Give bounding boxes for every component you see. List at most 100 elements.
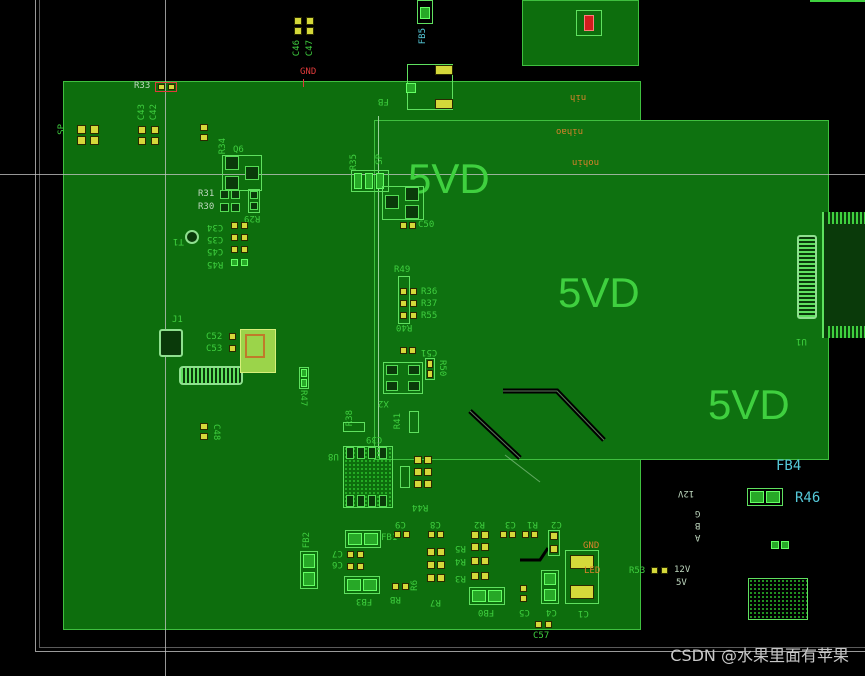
r47-component[interactable] [299,367,309,389]
r29-component[interactable] [248,189,260,213]
sp-pad-d[interactable] [90,136,99,145]
c8-pad-a[interactable] [428,531,435,538]
c2-component[interactable] [548,530,560,556]
r53-pad-a[interactable] [651,567,658,574]
r-stack-1a[interactable] [427,548,435,556]
c51-pad-a[interactable] [400,347,407,354]
fb2-component[interactable] [300,551,318,589]
c35-pad-b[interactable] [241,234,248,241]
c51-pad-b[interactable] [409,347,416,354]
r55-pad-b[interactable] [410,312,417,319]
r53-pad-b[interactable] [661,567,668,574]
sp-pad-b[interactable] [77,136,86,145]
r4-pad-a[interactable] [471,557,479,565]
sp-pad-c[interactable] [90,125,99,134]
c53-pad-a[interactable] [229,345,236,352]
c45-pad-a[interactable] [231,246,238,253]
r5-pad-b[interactable] [481,543,489,551]
r55-pad-a[interactable] [400,312,407,319]
c57-pad-a[interactable] [535,621,542,628]
right-small-pad-b[interactable] [781,541,789,549]
r44-pad-e[interactable] [414,480,422,488]
c48-pad-b[interactable] [200,433,208,440]
sp-pad-a[interactable] [77,125,86,134]
c52-pad-a[interactable] [229,333,236,340]
r36-pad-a[interactable] [400,288,407,295]
r44-pad-b[interactable] [424,456,432,464]
r30-pad-b[interactable] [231,203,240,212]
r31-pad-a[interactable] [220,190,229,199]
c42-pad-b[interactable] [138,137,146,145]
c34-pad-a[interactable] [231,222,238,229]
c7-pad-a[interactable] [347,551,354,558]
r44-pad-a[interactable] [414,456,422,464]
r1-pad-b[interactable] [531,531,538,538]
r-stack-1b[interactable] [437,548,445,556]
r4-pad-b[interactable] [481,557,489,565]
pad-pair-a[interactable] [200,124,208,131]
r2-pad-b[interactable] [481,531,489,539]
c42-pad-a[interactable] [138,126,146,134]
c1-component[interactable] [565,550,599,604]
pad-pair-b[interactable] [200,134,208,141]
r44-pad-d[interactable] [424,468,432,476]
r1-pad-a[interactable] [522,531,529,538]
c8-pad-b[interactable] [437,531,444,538]
c6-pad-b[interactable] [357,563,364,570]
r50-component[interactable] [425,358,435,380]
r35-component[interactable] [351,170,389,192]
r37-pad-b[interactable] [410,300,417,307]
r37-pad-a[interactable] [400,300,407,307]
r-stack-2b[interactable] [437,561,445,569]
c46-pad-a[interactable] [294,17,302,25]
right-dotted-ic[interactable] [748,578,808,620]
yellow-ic[interactable] [240,329,276,373]
c5-pad-b[interactable] [520,585,527,592]
j1-connector[interactable] [159,329,183,357]
r2-pad-a[interactable] [471,531,479,539]
r3-pad-b[interactable] [481,572,489,580]
fb0-component[interactable] [469,587,505,605]
r33-pad-a[interactable] [158,84,165,90]
c34-pad-b[interactable] [241,222,248,229]
fb1-component[interactable] [345,530,381,548]
r44-pad-c[interactable] [414,468,422,476]
r-stack-2a[interactable] [427,561,435,569]
pour-top-right[interactable] [522,0,639,66]
c35-pad-a[interactable] [231,234,238,241]
c4-component[interactable] [541,570,559,604]
fb4-component[interactable] [747,488,783,506]
pour-5vd-right[interactable] [374,120,829,460]
u1-connector-body[interactable] [822,212,865,338]
c7-pad-b[interactable] [357,551,364,558]
u-top-regulator[interactable] [406,64,453,110]
right-small-pad-a[interactable] [771,541,779,549]
r38-component[interactable] [343,422,365,432]
c48-pad-a[interactable] [200,423,208,430]
q6-component[interactable] [222,155,262,191]
c43-pad-a[interactable] [151,126,159,134]
r3-pad-a[interactable] [471,572,479,580]
r49-component[interactable] [398,276,410,324]
c50-pad-a[interactable] [400,222,407,229]
r5-pad-a[interactable] [471,543,479,551]
c47-pad-b[interactable] [306,27,314,35]
c3-pad-b[interactable] [509,531,516,538]
c45-pad-b[interactable] [241,246,248,253]
c6-pad-a[interactable] [347,563,354,570]
r41-component[interactable] [409,411,419,433]
c57-pad-b[interactable] [545,621,552,628]
c5-pad-a[interactable] [520,595,527,602]
u8-ic[interactable] [343,446,393,508]
c47-pad-a[interactable] [306,17,314,25]
r33-pad-b[interactable] [168,84,175,90]
q-5vd-transistor[interactable] [382,186,424,220]
r31-pad-b[interactable] [231,190,240,199]
fb5-component[interactable] [417,0,433,24]
r30-pad-a[interactable] [220,203,229,212]
c9-pad-a[interactable] [394,531,401,538]
fb3-component[interactable] [344,576,380,594]
c50-pad-b[interactable] [409,222,416,229]
r45-pad-a[interactable] [231,259,238,266]
x2-crystal[interactable] [383,362,423,394]
